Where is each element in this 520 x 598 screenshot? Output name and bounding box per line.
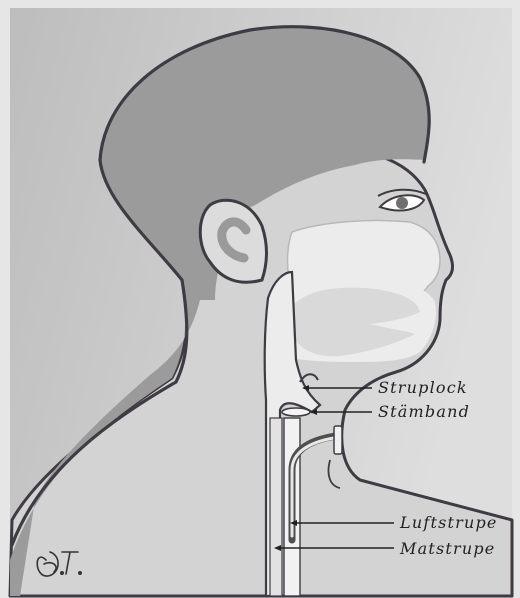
label-stamband: Stämband: [378, 402, 470, 421]
esophagus: [270, 418, 282, 596]
tube-flange: [334, 426, 342, 454]
label-matstrupe: Matstrupe: [399, 539, 495, 558]
label-luftstrupe: Luftstrupe: [399, 513, 498, 532]
iris: [396, 197, 408, 209]
vocal-cords: [282, 408, 310, 416]
label-struplock: Struplock: [378, 378, 468, 397]
